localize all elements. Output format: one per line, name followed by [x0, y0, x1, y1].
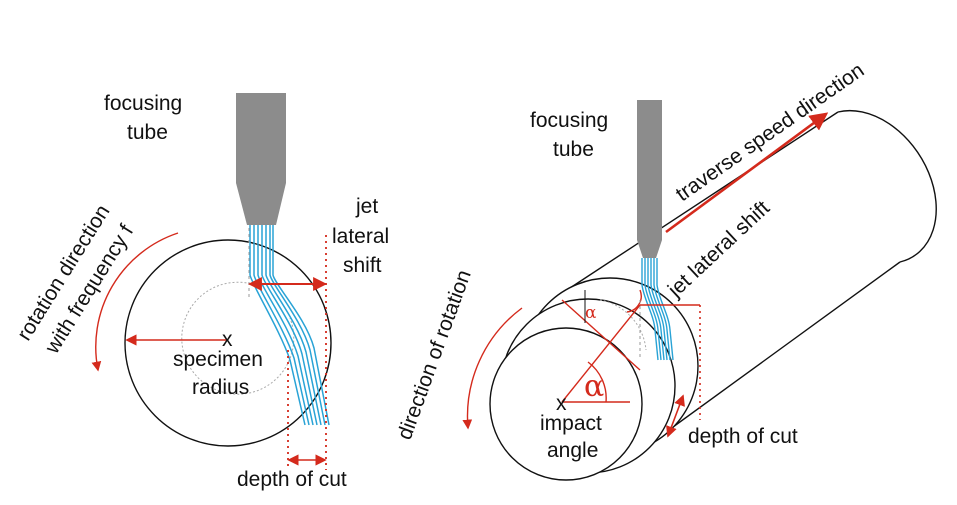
right-depth-of-cut-label: depth of cut	[688, 425, 798, 448]
right-jet-line	[650, 258, 668, 361]
left-specimen-circle	[124, 239, 332, 447]
left-jet-line	[272, 225, 330, 426]
right-jet-line	[641, 258, 659, 361]
right-rotation-label: direction of rotation	[393, 267, 476, 443]
left-specimen-label: specimen	[173, 348, 263, 371]
left-lateral-label: lateral	[332, 225, 389, 248]
right-lateral-shift-label: jet lateral shift	[663, 196, 774, 302]
right-traverse-arrow	[665, 112, 829, 234]
left-center-mark: x	[222, 328, 233, 351]
right-focusing-tube	[637, 100, 662, 258]
left-jet-line	[265, 225, 322, 426]
left-shift-label: shift	[343, 254, 382, 277]
left-diagram: focusing tube jet lateral shift rotation…	[13, 92, 389, 491]
left-tube-label-2: tube	[127, 121, 168, 144]
right-geometry	[561, 289, 700, 403]
right-cylinder-end-cap	[837, 109, 937, 263]
right-center-mark: x	[556, 392, 567, 415]
right-traverse-label: traverse speed direction	[672, 59, 869, 206]
right-water-jet	[641, 258, 674, 361]
left-focusing-tube	[236, 93, 286, 225]
right-alpha-large: α	[584, 369, 604, 404]
right-jet-line	[647, 258, 665, 361]
left-radius-label: radius	[192, 376, 249, 399]
left-jet-line	[269, 225, 326, 426]
right-tangent-line	[561, 299, 641, 371]
right-impact-label: impact	[540, 412, 602, 435]
left-jet-line	[261, 225, 318, 426]
left-water-jet	[249, 225, 330, 426]
right-radius-line	[561, 304, 641, 403]
left-jet-line	[257, 225, 314, 426]
right-jet-line	[644, 258, 662, 361]
right-rotation-arrow	[462, 307, 523, 430]
right-jet-line	[653, 258, 671, 361]
right-inner-dotted-arc	[599, 299, 647, 351]
right-angle-label: angle	[547, 439, 598, 462]
right-cylinder-bottom-edge	[661, 261, 901, 436]
right-focusing-label-1: focusing	[530, 109, 608, 132]
left-jet-label: jet	[355, 195, 378, 218]
right-cylinder-top-edge	[569, 111, 839, 289]
right-alpha-small: α	[585, 303, 597, 323]
right-small-angle-arc	[626, 289, 642, 313]
right-diagram: focusing tube traverse speed direction j…	[393, 59, 937, 481]
right-impact-angle-arc	[587, 361, 607, 403]
left-depth-of-cut-label: depth of cut	[237, 468, 347, 491]
right-depth-of-cut-arrow	[666, 394, 685, 438]
left-jet-line	[253, 225, 310, 426]
right-tube-label-2: tube	[553, 138, 594, 161]
left-focusing-label-1: focusing	[104, 92, 182, 115]
right-disc-front	[489, 327, 643, 481]
left-rotation-arrow	[91, 232, 179, 372]
right-jet-line	[656, 258, 674, 361]
